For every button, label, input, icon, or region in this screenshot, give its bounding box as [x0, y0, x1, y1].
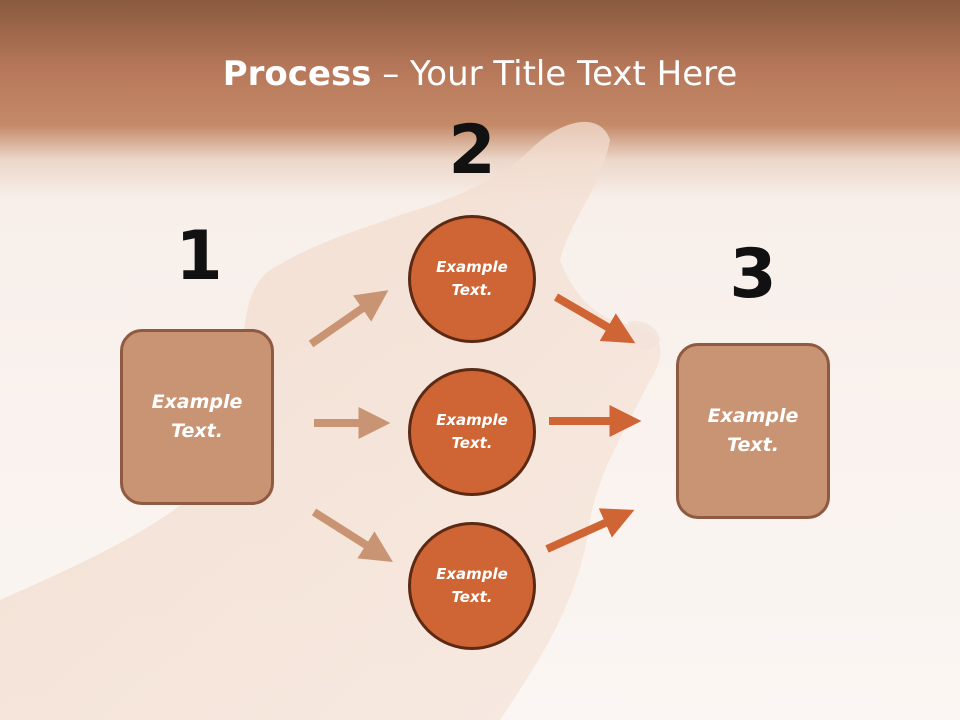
- arrow-1-to-2-bottom: [311, 508, 393, 562]
- arrow-2-top-to-3: [553, 293, 636, 344]
- step-1-box: Example Text.: [120, 329, 274, 505]
- arrow-1-to-2-top: [308, 290, 389, 348]
- step-3-text: Example Text.: [707, 405, 799, 456]
- step-number-3: 3: [729, 235, 777, 314]
- step-number-1: 1: [175, 217, 223, 296]
- fingernail: [628, 320, 660, 350]
- step-2-circle-middle: Example Text.: [408, 368, 536, 496]
- slide-title: Process – Your Title Text Here: [0, 52, 960, 96]
- step-2-middle-text: Example Text.: [436, 411, 508, 452]
- step-1-text: Example Text.: [151, 391, 243, 442]
- step-2-circle-bottom: Example Text.: [408, 522, 536, 650]
- title-bold: Process: [222, 54, 372, 94]
- step-3-box: Example Text.: [676, 343, 830, 519]
- step-2-circle-top: Example Text.: [408, 215, 536, 343]
- title-rest: – Your Title Text Here: [371, 54, 738, 94]
- step-number-2: 2: [448, 111, 496, 190]
- arrow-2-bottom-to-3: [545, 508, 635, 553]
- step-2-bottom-text: Example Text.: [436, 565, 508, 606]
- step-2-top-text: Example Text.: [436, 258, 508, 299]
